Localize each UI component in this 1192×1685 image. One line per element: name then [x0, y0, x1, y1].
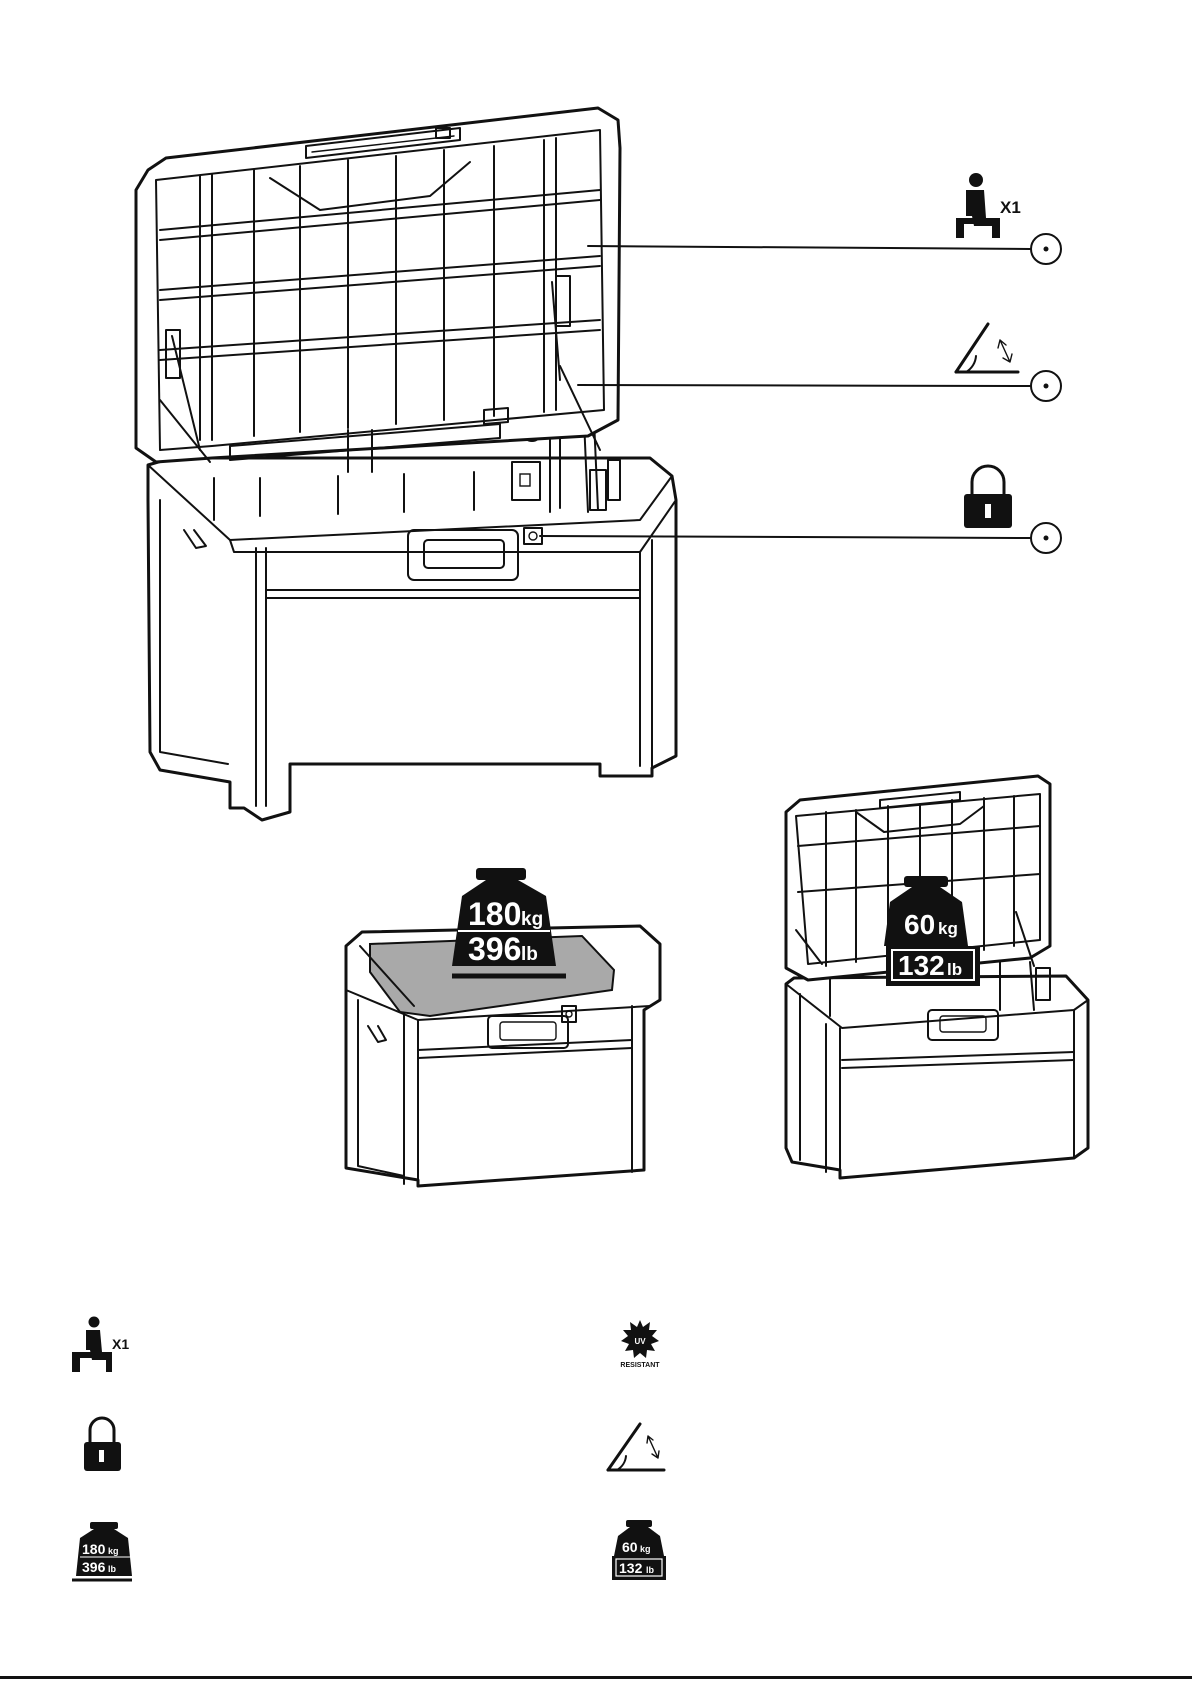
lid-load-kg-unit: kg	[521, 909, 543, 930]
lid-load-kg-value: 180	[468, 896, 521, 932]
lid-angle-icon	[608, 1424, 664, 1470]
legend-lid-lb-value: 396	[82, 1559, 106, 1575]
uv-badge-text: UV	[634, 1337, 646, 1346]
inner-load-kg-unit: kg	[938, 919, 958, 938]
legend-inner-lb-unit: lb	[646, 1565, 655, 1575]
seat-multiplier-label: X1	[1000, 198, 1021, 217]
inner-load-kg-value: 60	[904, 909, 935, 940]
uv-caption: RESISTANT	[620, 1362, 660, 1369]
padlock-icon	[84, 1418, 121, 1471]
padlock-icon	[964, 466, 1012, 528]
closed-box: 180 kg 396 lb	[346, 868, 660, 1186]
person-sitting-icon	[72, 1317, 112, 1373]
callout-hinge	[578, 324, 1061, 401]
inner-load-lb-unit: lb	[947, 960, 962, 979]
legend-lid-load: 180 kg 396 lb	[72, 1522, 132, 1580]
bottom-rule	[0, 1676, 1192, 1679]
legend-seat: X1	[72, 1317, 129, 1373]
box-lid-open	[136, 108, 620, 472]
lid-angle-icon	[956, 324, 1018, 372]
legend-seat-multiplier: X1	[112, 1336, 129, 1352]
weight-icon: 60 kg 132 lb	[612, 1520, 666, 1580]
weight-icon: 180 kg 396 lb	[72, 1522, 132, 1580]
weight-icon: 180 kg 396 lb	[452, 868, 566, 976]
lid-load-lb-unit: lb	[521, 944, 538, 965]
box-body	[148, 458, 676, 820]
inner-load-lb-value: 132	[898, 950, 945, 981]
legend-lock	[84, 1418, 121, 1471]
uv-resistant-icon: UV RESISTANT	[620, 1320, 660, 1369]
legend-inner-load: 60 kg 132 lb	[612, 1520, 666, 1580]
legend: X1 UV RESISTANT	[72, 1317, 666, 1581]
legend-uv: UV RESISTANT	[620, 1320, 660, 1369]
legend-inner-lb-value: 132	[619, 1560, 643, 1576]
small-open-box: 60 kg 132 lb	[786, 776, 1088, 1178]
legend-inner-kg-value: 60	[622, 1539, 638, 1555]
legend-lid-kg-value: 180	[82, 1541, 106, 1557]
lid-load-lb-value: 396	[468, 931, 521, 967]
legend-inner-kg-unit: kg	[640, 1544, 651, 1554]
main-storage-box	[136, 108, 676, 820]
legend-hinge	[608, 1424, 664, 1470]
person-sitting-icon	[956, 173, 1000, 238]
legend-lid-lb-unit: lb	[108, 1564, 117, 1574]
legend-lid-kg-unit: kg	[108, 1546, 119, 1556]
callout-seat: X1	[588, 173, 1061, 264]
